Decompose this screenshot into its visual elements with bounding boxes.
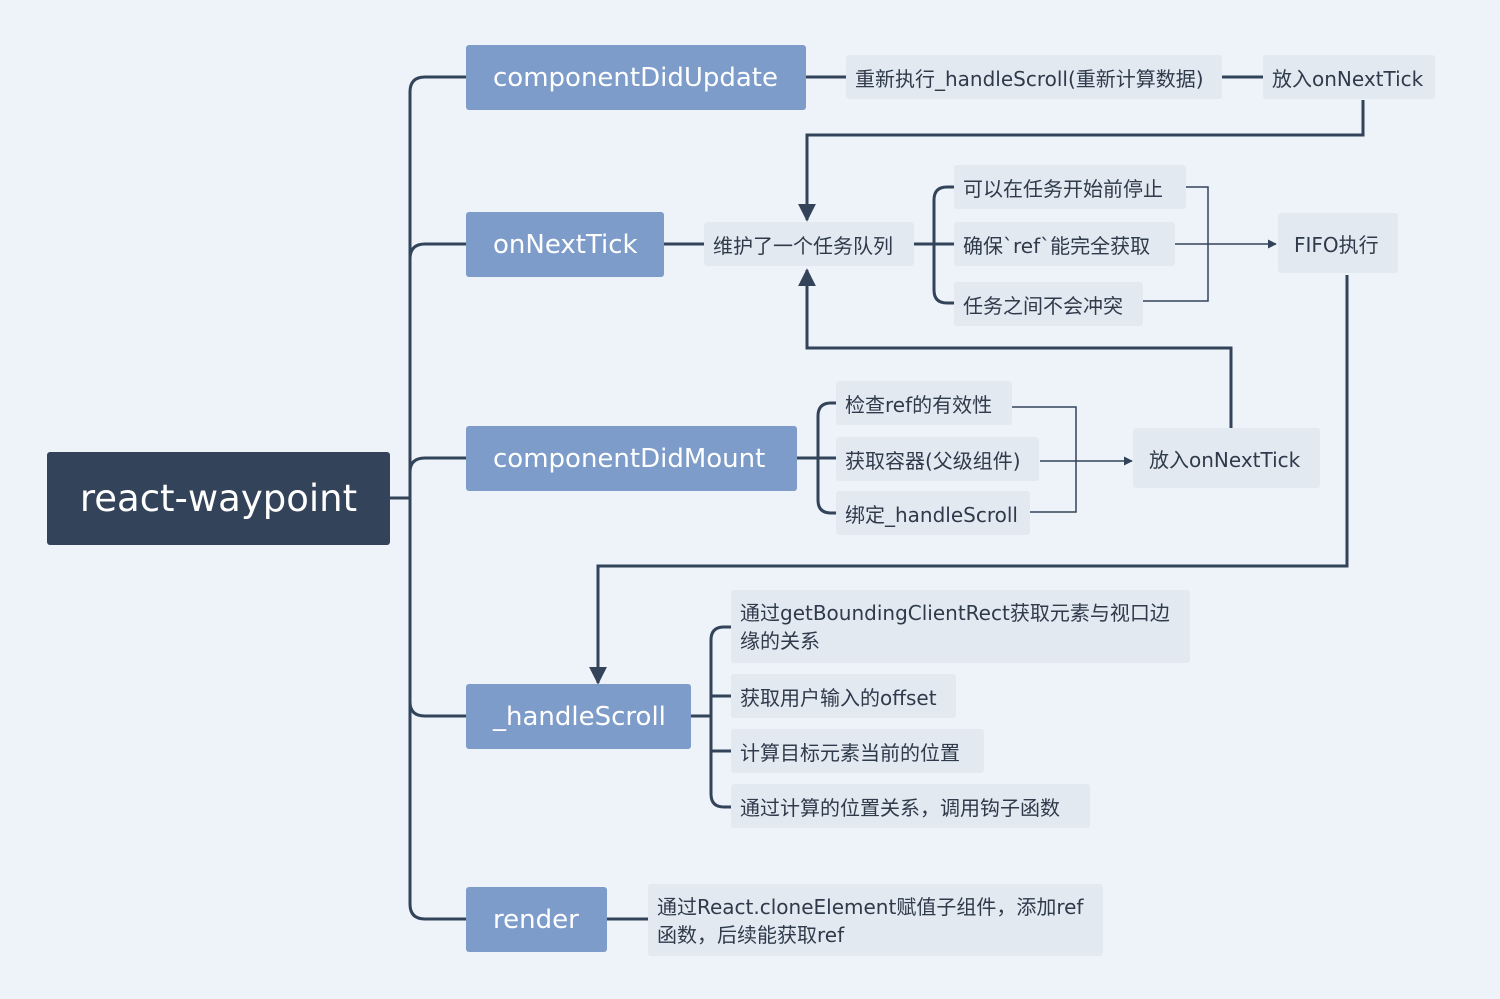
onnexttick-feature-stoppable: 可以在任务开始前停止 bbox=[954, 165, 1186, 209]
root-label: react-waypoint bbox=[79, 477, 358, 520]
onnexttick-result-fifo: FIFO执行 bbox=[1278, 213, 1398, 273]
onnexttick-feature-noconflict: 任务之间不会冲突 bbox=[954, 282, 1143, 326]
onnexttick-queue: 维护了一个任务队列 bbox=[704, 222, 914, 266]
branch-label: onNextTick bbox=[493, 229, 638, 260]
trunk-curve-top bbox=[408, 75, 466, 93]
branch-label: componentDidMount bbox=[493, 443, 766, 474]
leaf-label: 放入onNextTick bbox=[1149, 447, 1301, 472]
branch-label: componentDidUpdate bbox=[493, 62, 778, 93]
branch-componentdidmount: componentDidMount bbox=[466, 426, 797, 491]
fifo-flow-arrow bbox=[589, 275, 1349, 685]
didupdate-step-enqueue: 放入onNextTick bbox=[1263, 55, 1435, 99]
branch-onnexttick: onNextTick bbox=[466, 212, 664, 277]
handlescroll-step-position: 计算目标元素当前的位置 bbox=[731, 729, 984, 773]
handlescroll-step-hooks: 通过计算的位置关系，调用钩子函数 bbox=[731, 784, 1090, 828]
leaf-label: 获取用户输入的offset bbox=[740, 685, 937, 710]
render-desc: 通过React.cloneElement赋值子组件，添加ref函数，后续能获取r… bbox=[648, 884, 1103, 956]
leaf-label: 通过计算的位置关系，调用钩子函数 bbox=[740, 795, 1060, 820]
handlescroll-step-bounding: 通过getBoundingClientRect获取元素与视口边缘的关系 bbox=[731, 590, 1190, 663]
leaf-label: 计算目标元素当前的位置 bbox=[740, 740, 960, 765]
didmount-flow-arrow bbox=[798, 268, 1233, 428]
didmount-merge bbox=[1012, 406, 1132, 513]
leaf-label: 检查ref的有效性 bbox=[845, 392, 993, 417]
leaf-label: 绑定_handleScroll bbox=[845, 502, 1018, 527]
leaf-label: 维护了一个任务队列 bbox=[713, 233, 893, 258]
didmount-step-container: 获取容器(父级组件) bbox=[836, 437, 1039, 481]
branch-componentdidupdate: componentDidUpdate bbox=[466, 45, 806, 110]
leaf-label: 重新执行_handleScroll(重新计算数据) bbox=[855, 66, 1204, 91]
didmount-result-enqueue: 放入onNextTick bbox=[1133, 428, 1320, 488]
leaf-label: 放入onNextTick bbox=[1272, 66, 1424, 91]
root-node: react-waypoint bbox=[47, 452, 390, 545]
trunk-to-onnexttick bbox=[408, 242, 466, 260]
handlescroll-step-offset: 获取用户输入的offset bbox=[731, 674, 956, 718]
didmount-step-checkref: 检查ref的有效性 bbox=[836, 381, 1012, 425]
leaf-label: 可以在任务开始前停止 bbox=[963, 176, 1163, 201]
trunk-to-didmount bbox=[408, 456, 466, 473]
didupdate-step-rerun: 重新执行_handleScroll(重新计算数据) bbox=[846, 55, 1222, 99]
branch-render: render bbox=[466, 887, 607, 952]
trunk-curve-bottom bbox=[408, 903, 466, 921]
branch-label: render bbox=[493, 904, 579, 935]
features-bracket bbox=[932, 185, 954, 305]
branch-label: _handleScroll bbox=[493, 701, 666, 732]
trunk-to-handlescroll bbox=[408, 701, 466, 718]
leaf-label: 任务之间不会冲突 bbox=[963, 293, 1123, 318]
branch-handlescroll: _handleScroll bbox=[466, 684, 691, 749]
didupdate-flow-arrow bbox=[798, 100, 1365, 222]
onnexttick-feature-ref: 确保`ref`能完全获取 bbox=[954, 222, 1175, 266]
leaf-label: 通过getBoundingClientRect获取元素与视口边缘的关系 bbox=[740, 601, 1170, 653]
leaf-label: FIFO执行 bbox=[1294, 232, 1379, 257]
handlescroll-bracket bbox=[709, 625, 731, 809]
features-merge bbox=[1143, 186, 1276, 302]
didmount-step-bind: 绑定_handleScroll bbox=[836, 491, 1030, 535]
leaf-label: 确保`ref`能完全获取 bbox=[963, 233, 1151, 258]
leaf-label: 获取容器(父级组件) bbox=[845, 448, 1021, 473]
leaf-label: 通过React.cloneElement赋值子组件，添加ref函数，后续能获取r… bbox=[657, 895, 1084, 947]
didmount-bracket bbox=[816, 401, 836, 515]
